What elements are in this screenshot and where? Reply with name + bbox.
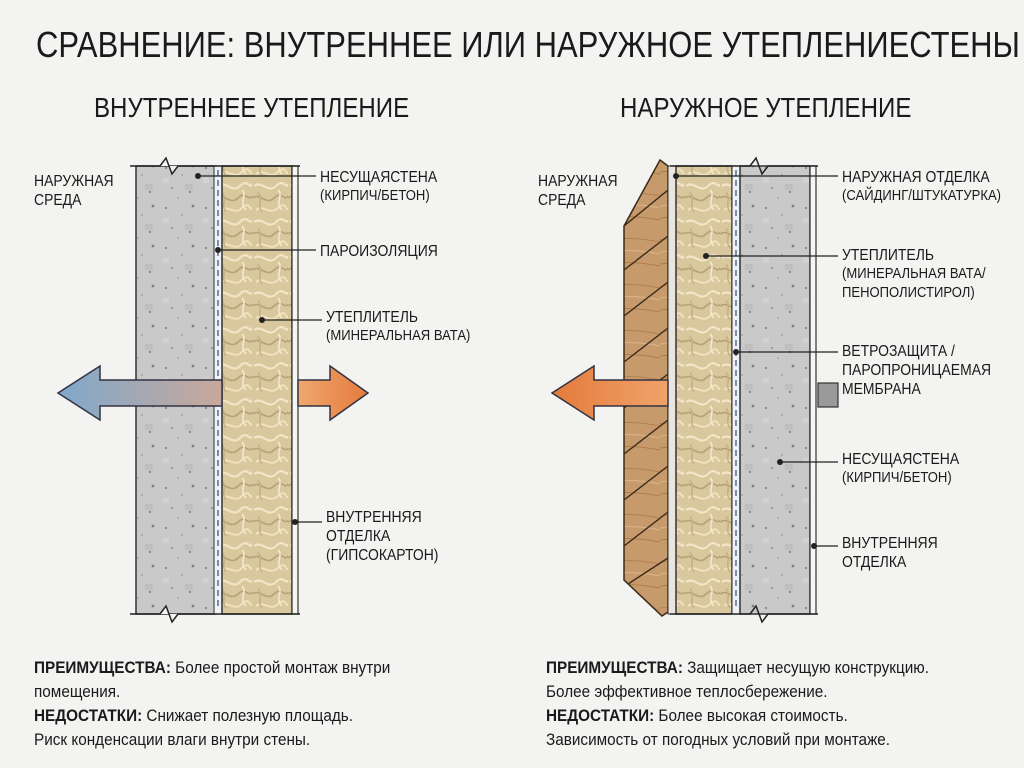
- right-anchor: [817, 382, 839, 408]
- right-summary: ПРЕИМУЩЕСТВА: Защищает несущую конструкц…: [546, 658, 930, 749]
- left-insulation-label: УТЕПЛИТЕЛЬ(МИНЕРАЛЬНАЯ ВАТА): [326, 309, 471, 344]
- right-outer-finish-label: НАРУЖНАЯ ОТДЕЛКА(САЙДИНГ/ШТУКАТУРКА): [842, 169, 1002, 204]
- left-summary: ПРЕИМУЩЕСТВА: Более простой монтаж внутр…: [34, 658, 391, 749]
- right-heat-loss-arrow: [550, 364, 669, 422]
- left-drywall: [291, 165, 299, 615]
- page-title: СРАВНЕНИЕ: ВНУТРЕННЕЕ ИЛИ НАРУЖНОЕ УТЕПЛ…: [36, 24, 1020, 65]
- right-insulation-label: УТЕПЛИТЕЛЬ(МИНЕРАЛЬНАЯ ВАТА/ПЕНОПОЛИСТИР…: [842, 247, 986, 301]
- left-panel-title: ВНУТРЕННЕЕ УТЕПЛЕНИЕ: [94, 92, 410, 123]
- left-vapor-barrier-label: ПАРОИЗОЛЯЦИЯ: [320, 243, 438, 260]
- left-bearing-wall-label: НЕСУЩАЯСТЕНА(КИРПИЧ/БЕТОН): [320, 169, 438, 204]
- left-heat-loss-arrow: [56, 364, 223, 422]
- right-wall-assembly: [623, 156, 839, 624]
- left-heat-arrow-inside: [297, 364, 370, 422]
- left-insulation: [221, 165, 293, 615]
- right-panel-title: НАРУЖНОЕ УТЕПЛЕНИЕ: [620, 92, 912, 123]
- right-bearing-wall: [739, 165, 811, 615]
- right-insulation: [675, 165, 733, 615]
- right-bearing-wall-label: НЕСУЩАЯСТЕНА(КИРПИЧ/БЕТОН): [842, 451, 960, 486]
